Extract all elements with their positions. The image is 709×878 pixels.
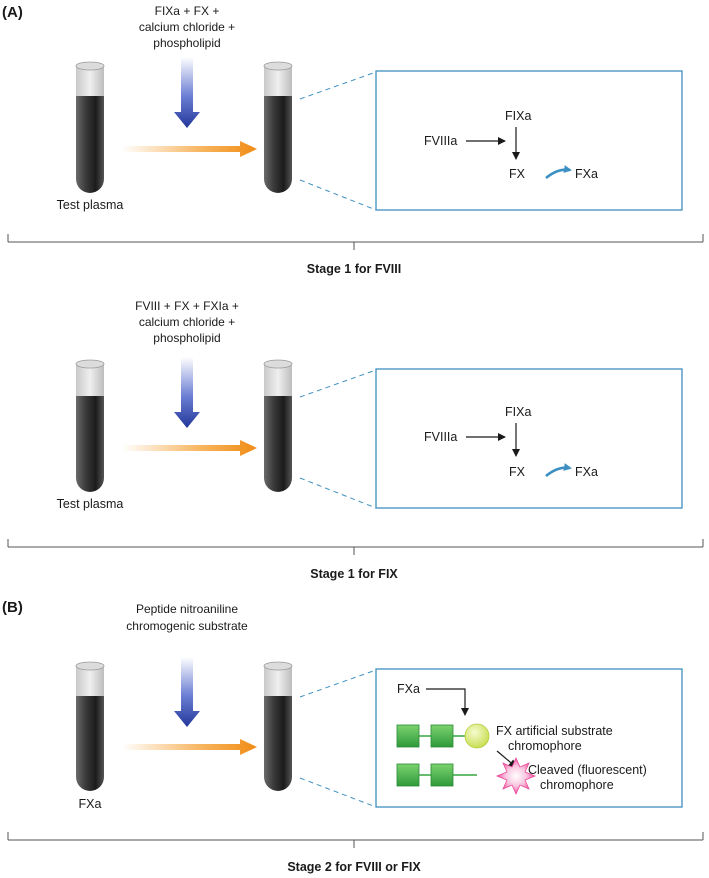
right-arrow-icon xyxy=(122,141,257,157)
zoom-box xyxy=(375,668,683,808)
zoom-box xyxy=(375,70,683,211)
reagent-line: chromogenic substrate xyxy=(126,619,248,633)
section-stage1-fviii: FIXa + FX + calcium chloride + phospholi… xyxy=(7,4,704,276)
panel-label-b: (B) xyxy=(2,599,23,616)
factor-substrate: FX xyxy=(509,465,526,479)
section-stage2: Peptide nitroaniline chromogenic substra… xyxy=(7,602,704,874)
right-arrow-icon xyxy=(122,739,257,755)
right-arrow-icon xyxy=(122,440,257,456)
test-tube-icon xyxy=(263,359,293,492)
stage-label: Stage 2 for FVIII or FIX xyxy=(287,860,421,874)
test-tube-icon xyxy=(75,661,105,791)
reagent-line: FVIII + FX + FXIa + xyxy=(135,299,239,313)
factor-substrate: FX xyxy=(509,167,526,181)
test-tube-icon xyxy=(75,359,105,492)
down-arrow-icon xyxy=(174,357,200,428)
test-tube-icon xyxy=(263,661,293,791)
panel-label-a: (A) xyxy=(2,4,23,21)
factor-enzyme: FXa xyxy=(397,682,420,696)
curved-arrow-icon xyxy=(545,165,572,180)
tube-label: FXa xyxy=(79,797,102,811)
peptide-substrate-intact xyxy=(396,723,490,749)
intact-label: chromophore xyxy=(508,739,582,753)
stage-bracket xyxy=(7,234,704,250)
stage-label: Stage 1 for FVIII xyxy=(307,262,401,276)
tube-label: Test plasma xyxy=(57,198,124,212)
cleaved-label: Cleaved (fluorescent) xyxy=(528,763,647,777)
reagent-line: Peptide nitroaniline xyxy=(136,602,238,616)
down-arrow-icon xyxy=(174,57,200,128)
burst-icon xyxy=(495,757,537,795)
factor-activator: FVIIIa xyxy=(424,430,457,444)
peptide-substrate-cleaved xyxy=(396,763,477,787)
reagent-line: phospholipid xyxy=(153,36,220,50)
zoom-box xyxy=(375,368,683,509)
test-tube-icon xyxy=(263,61,293,193)
reagent-line: calcium chloride + xyxy=(139,315,235,329)
section-stage1-fix: FVIII + FX + FXIa + calcium chloride + p… xyxy=(7,299,704,581)
test-tube-icon xyxy=(75,61,105,193)
stage-bracket xyxy=(7,539,704,555)
curved-arrow-icon xyxy=(545,463,572,478)
elbow-arrow-icon xyxy=(426,688,469,716)
intact-label: FX artificial substrate xyxy=(496,724,613,738)
reagent-line: phospholipid xyxy=(153,331,220,345)
factor-enzyme: FIXa xyxy=(505,109,531,123)
factor-product: FXa xyxy=(575,465,598,479)
cleaved-label: chromophore xyxy=(540,778,614,792)
stage-label: Stage 1 for FIX xyxy=(310,567,398,581)
factor-product: FXa xyxy=(575,167,598,181)
reagent-line: FIXa + FX + xyxy=(155,4,220,18)
tube-label: Test plasma xyxy=(57,497,124,511)
circle-icon xyxy=(464,723,490,749)
stage-bracket xyxy=(7,832,704,848)
factor-enzyme: FIXa xyxy=(505,405,531,419)
reagent-line: calcium chloride + xyxy=(139,20,235,34)
down-arrow-icon xyxy=(174,657,200,727)
factor-activator: FVIIIa xyxy=(424,134,457,148)
